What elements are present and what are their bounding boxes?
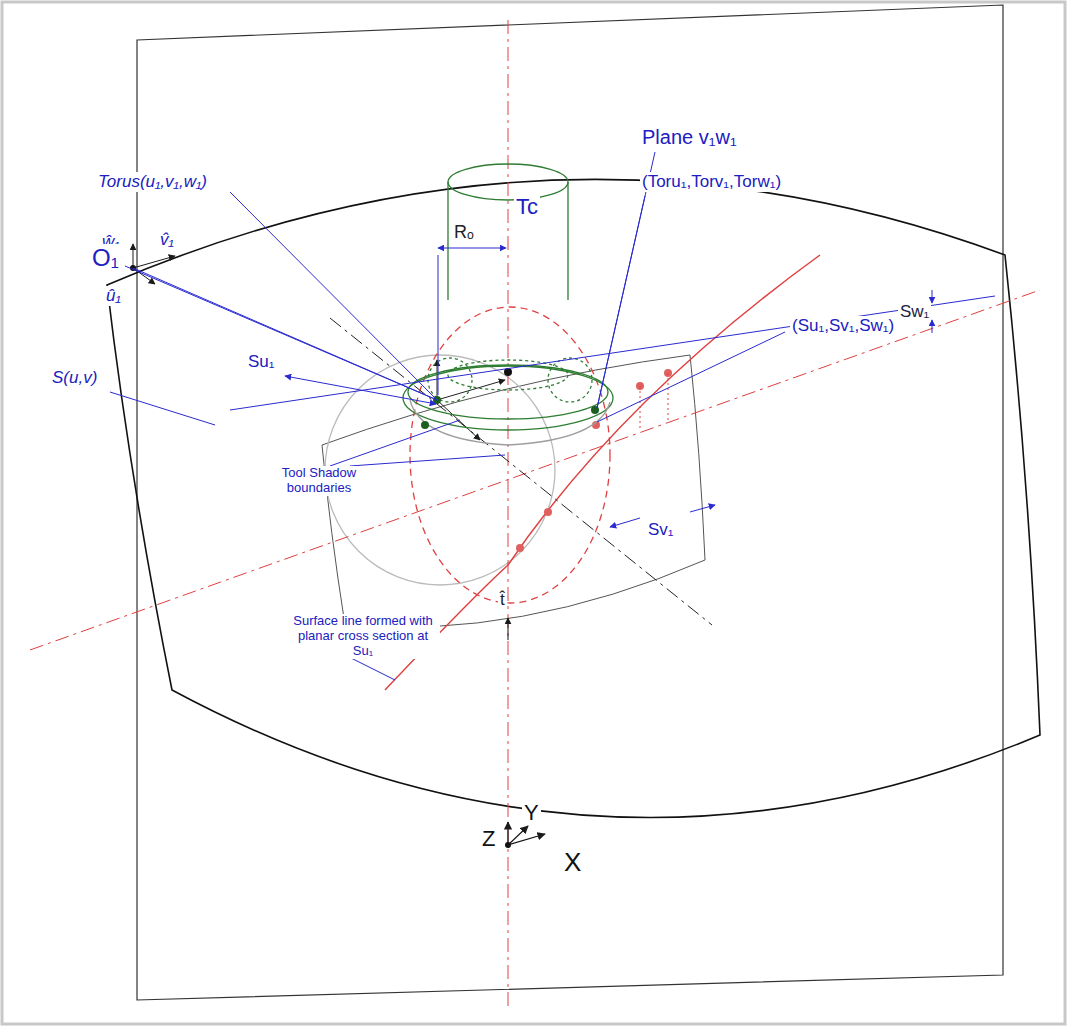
dimension-label: Sw₁ [898, 302, 931, 322]
coordinate-label: (Toru₁,Torv₁,Torw₁) [640, 172, 783, 192]
axis-label: û₁ [104, 286, 123, 306]
axis-label: Z [480, 826, 497, 851]
surface-name: S(u,v) [50, 368, 99, 388]
note: Tool Shadow boundaries [262, 466, 376, 496]
dimension-label: Rₒ [452, 222, 476, 243]
dimension-label: Su₁ [246, 352, 277, 372]
axis-label: X [562, 848, 583, 878]
note: Surface line formed with planar cross se… [286, 614, 440, 659]
plane-label: Plane v₁w₁ [640, 126, 739, 149]
coordinate-label: (Su₁,Sv₁,Sw₁) [790, 316, 896, 336]
dimension-label: Sv₁ [646, 520, 676, 540]
point-label: O₁ [90, 244, 121, 272]
surface-name: Torus(u₁,v₁,w₁) [96, 172, 209, 192]
point-label: Tc [514, 194, 540, 219]
axis-label: v̂₁ [158, 230, 176, 250]
axis-label: Y [522, 800, 541, 825]
axis-label: t̂ [498, 590, 507, 610]
